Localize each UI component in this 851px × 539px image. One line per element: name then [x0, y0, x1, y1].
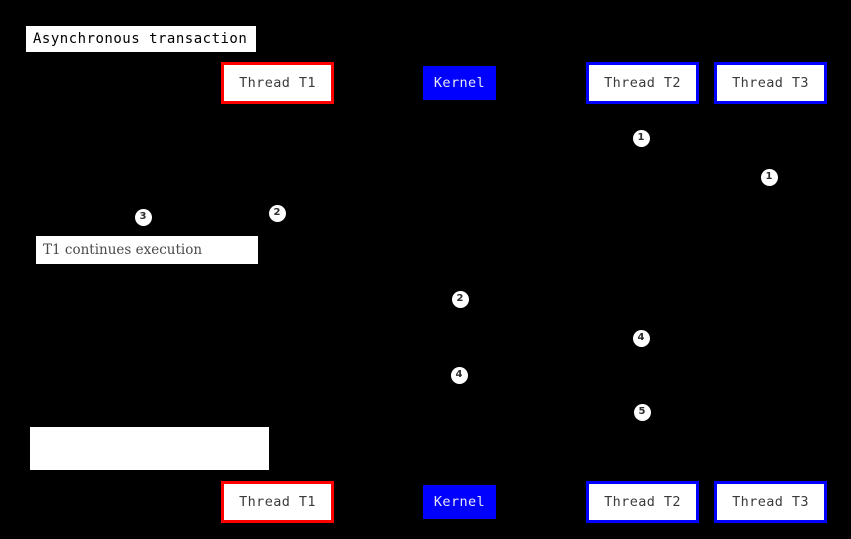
diagram-title: Asynchronous transaction — [26, 26, 256, 52]
lifeline-thread-t1 — [277, 104, 278, 481]
note-t1-continues-execution: T1 continues execution — [36, 236, 258, 264]
step-badge-3: 3 — [134, 208, 152, 226]
lifeline-thread-t3 — [770, 104, 771, 481]
step-badge-2: 2 — [268, 204, 286, 222]
participant-bottom-thread-t3[interactable]: Thread T3 — [714, 481, 827, 523]
participant-top-kernel[interactable]: Kernel — [423, 66, 496, 100]
step-badge-4: 4 — [450, 366, 468, 384]
participant-top-thread-t2[interactable]: Thread T2 — [586, 62, 699, 104]
step-badge-1: 1 — [760, 168, 778, 186]
step-badge-5: 5 — [633, 403, 651, 421]
participant-bottom-kernel[interactable]: Kernel — [423, 485, 496, 519]
note-blank — [30, 427, 269, 470]
lifeline-thread-t2 — [642, 104, 643, 481]
step-badge-1: 1 — [632, 129, 650, 147]
step-badge-2: 2 — [451, 290, 469, 308]
participant-bottom-thread-t2[interactable]: Thread T2 — [586, 481, 699, 523]
participant-bottom-thread-t1[interactable]: Thread T1 — [221, 481, 334, 523]
participant-top-thread-t1[interactable]: Thread T1 — [221, 62, 334, 104]
step-badge-4: 4 — [632, 329, 650, 347]
participant-top-thread-t3[interactable]: Thread T3 — [714, 62, 827, 104]
